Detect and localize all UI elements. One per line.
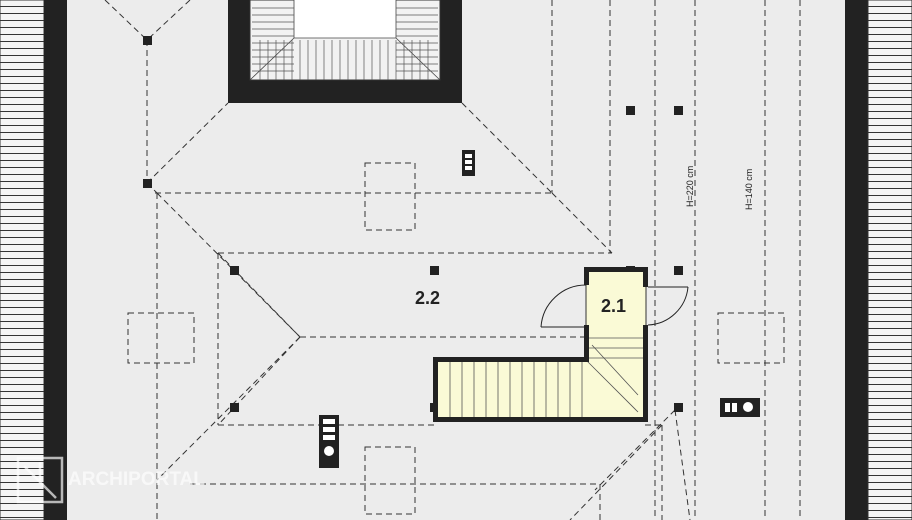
height-note-140: H=140 cm <box>744 169 754 210</box>
flue-vent-icon <box>720 398 760 417</box>
post-marker <box>674 266 683 275</box>
post-marker <box>674 403 683 412</box>
right-roof-edge <box>867 0 912 520</box>
roof-outline-dashed-lines <box>104 0 801 520</box>
skylight-markers <box>127 162 785 515</box>
post-marker <box>230 266 239 275</box>
left-wall <box>44 0 67 520</box>
right-wall <box>845 0 868 520</box>
height-note-220: H=220 cm <box>685 166 695 207</box>
room-label-2-2: 2.2 <box>415 288 440 308</box>
post-marker <box>230 403 239 412</box>
top-stairwell-opening <box>228 0 462 103</box>
left-roof-edge <box>0 0 45 520</box>
post-marker <box>143 36 152 45</box>
chimney-vent-icon <box>319 415 339 468</box>
post-marker <box>430 266 439 275</box>
staircase <box>433 267 648 422</box>
post-marker <box>674 106 683 115</box>
archiportal-logo-icon <box>16 456 64 504</box>
watermark-text: ARCHIPORTAL <box>68 469 205 490</box>
post-marker <box>143 179 152 188</box>
door-swing-left <box>540 284 587 328</box>
room-label-2-1: 2.1 <box>601 296 626 316</box>
post-marker <box>626 106 635 115</box>
vent-icon <box>462 150 475 176</box>
door-swing-right <box>647 286 689 326</box>
archiportal-watermark: ARCHIPORTAL <box>16 456 205 504</box>
